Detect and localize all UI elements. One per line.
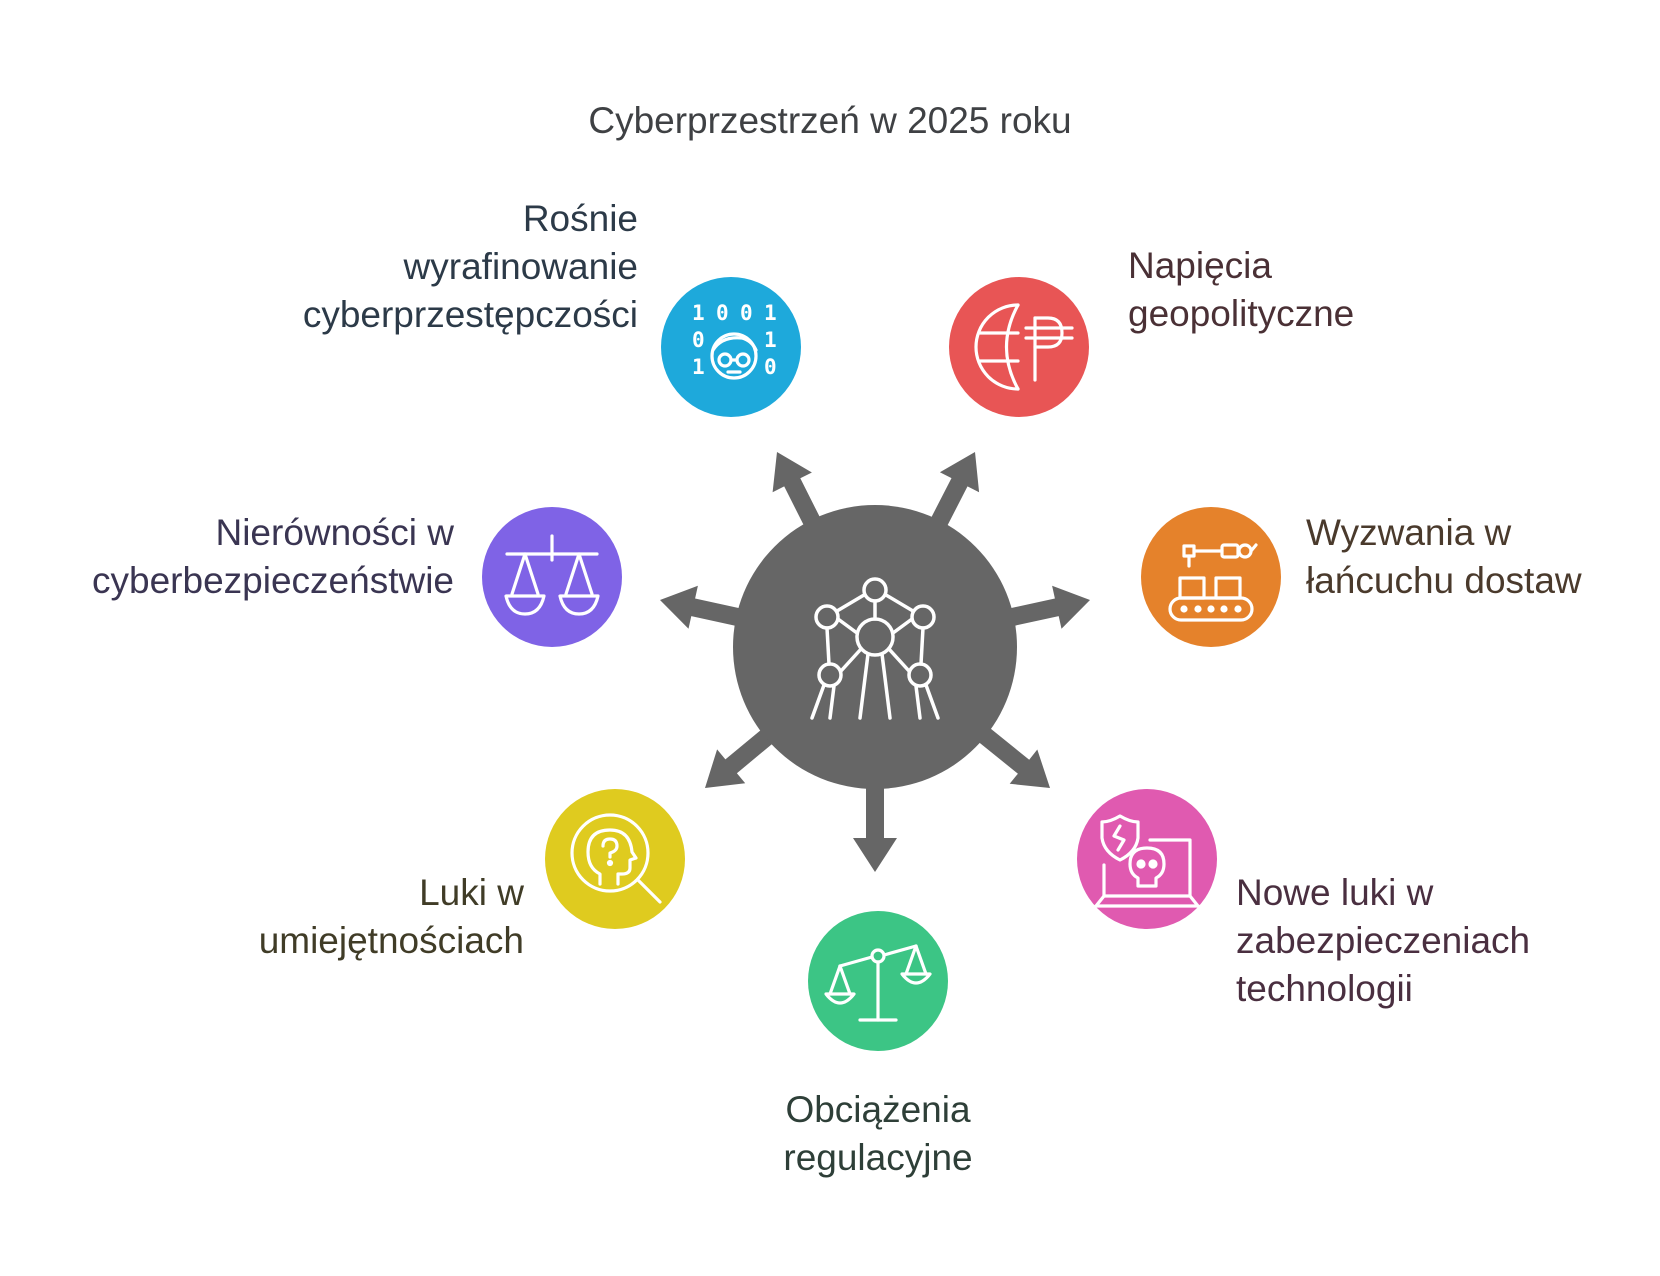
head-question-magnifier-icon <box>570 813 662 904</box>
label-supply-chain: Wyzwania w łańcuchu dostaw <box>1306 509 1582 605</box>
svg-text:1: 1 <box>764 328 777 352</box>
hub <box>733 505 1017 789</box>
label-line: geopolityczne <box>1128 293 1355 334</box>
node-skills-gap <box>545 789 685 929</box>
globe-currency-icon <box>974 303 1074 391</box>
svg-text:1: 1 <box>692 301 705 325</box>
arrow-to-inequality <box>660 585 760 631</box>
tilted-scales-icon <box>824 944 932 1022</box>
label-line: Nierówności w <box>215 512 454 553</box>
label-skills-gap: Luki w umiejętnościach <box>259 869 524 965</box>
label-line: wyrafinowanie <box>403 246 638 287</box>
label-line: regulacyjne <box>783 1137 973 1178</box>
node-circle <box>661 277 801 417</box>
label-regulation: Obciążenia regulacyjne <box>728 1086 1028 1182</box>
node-circle <box>949 277 1089 417</box>
label-line: Nowe luki w <box>1236 872 1434 913</box>
node-circle <box>482 507 622 647</box>
label-line: cyberbezpieczeństwie <box>92 560 454 601</box>
svg-text:1: 1 <box>764 301 777 325</box>
label-line: łańcuchu dostaw <box>1306 560 1582 601</box>
svg-text:0: 0 <box>692 328 705 352</box>
node-tech-vulnerabilities <box>1077 789 1217 929</box>
arrow-to-regulation <box>853 767 897 872</box>
label-geopolitics: Napięcia geopolityczne <box>1128 242 1354 338</box>
binary-hacker-icon: 1 0 0 1 0 1 1 0 <box>692 301 777 380</box>
node-circle <box>1141 507 1281 647</box>
label-cybercrime: Rośnie wyrafinowanie cyberprzestępczości <box>303 195 638 339</box>
label-tech-vulnerabilities: Nowe luki w zabezpieczeniach technologii <box>1236 869 1530 1013</box>
node-cybercrime: 1 0 0 1 0 1 1 0 <box>661 277 801 417</box>
atomium-network-icon <box>810 577 940 720</box>
svg-text:0: 0 <box>716 301 729 325</box>
conveyor-robot-arm-icon <box>1168 543 1258 622</box>
label-line: umiejętnościach <box>258 920 524 961</box>
label-line: Obciążenia <box>785 1089 971 1130</box>
svg-text:0: 0 <box>740 301 753 325</box>
label-line: technologii <box>1236 968 1413 1009</box>
node-regulation <box>808 911 948 1051</box>
svg-text:1: 1 <box>692 355 705 379</box>
node-supply-chain <box>1141 507 1281 647</box>
node-circle <box>1077 789 1217 929</box>
broken-shield-skull-laptop-icon <box>1094 814 1200 908</box>
node-circle <box>545 789 685 929</box>
label-line: cyberprzestępczości <box>302 294 638 335</box>
label-line: Luki w <box>419 872 524 913</box>
label-inequality: Nierówności w cyberbezpieczeństwie <box>92 509 454 605</box>
label-line: Napięcia <box>1128 245 1272 286</box>
label-line: zabezpieczeniach <box>1236 920 1531 961</box>
label-line: Wyzwania w <box>1306 512 1512 553</box>
node-inequality <box>482 507 622 647</box>
balance-scales-icon <box>504 534 600 616</box>
node-geopolitics <box>949 277 1089 417</box>
page-title: Cyberprzestrzeń w 2025 roku <box>588 100 1072 141</box>
label-line: Rośnie <box>522 198 638 239</box>
arrow-to-supply-chain <box>990 585 1090 631</box>
svg-text:0: 0 <box>764 355 777 379</box>
